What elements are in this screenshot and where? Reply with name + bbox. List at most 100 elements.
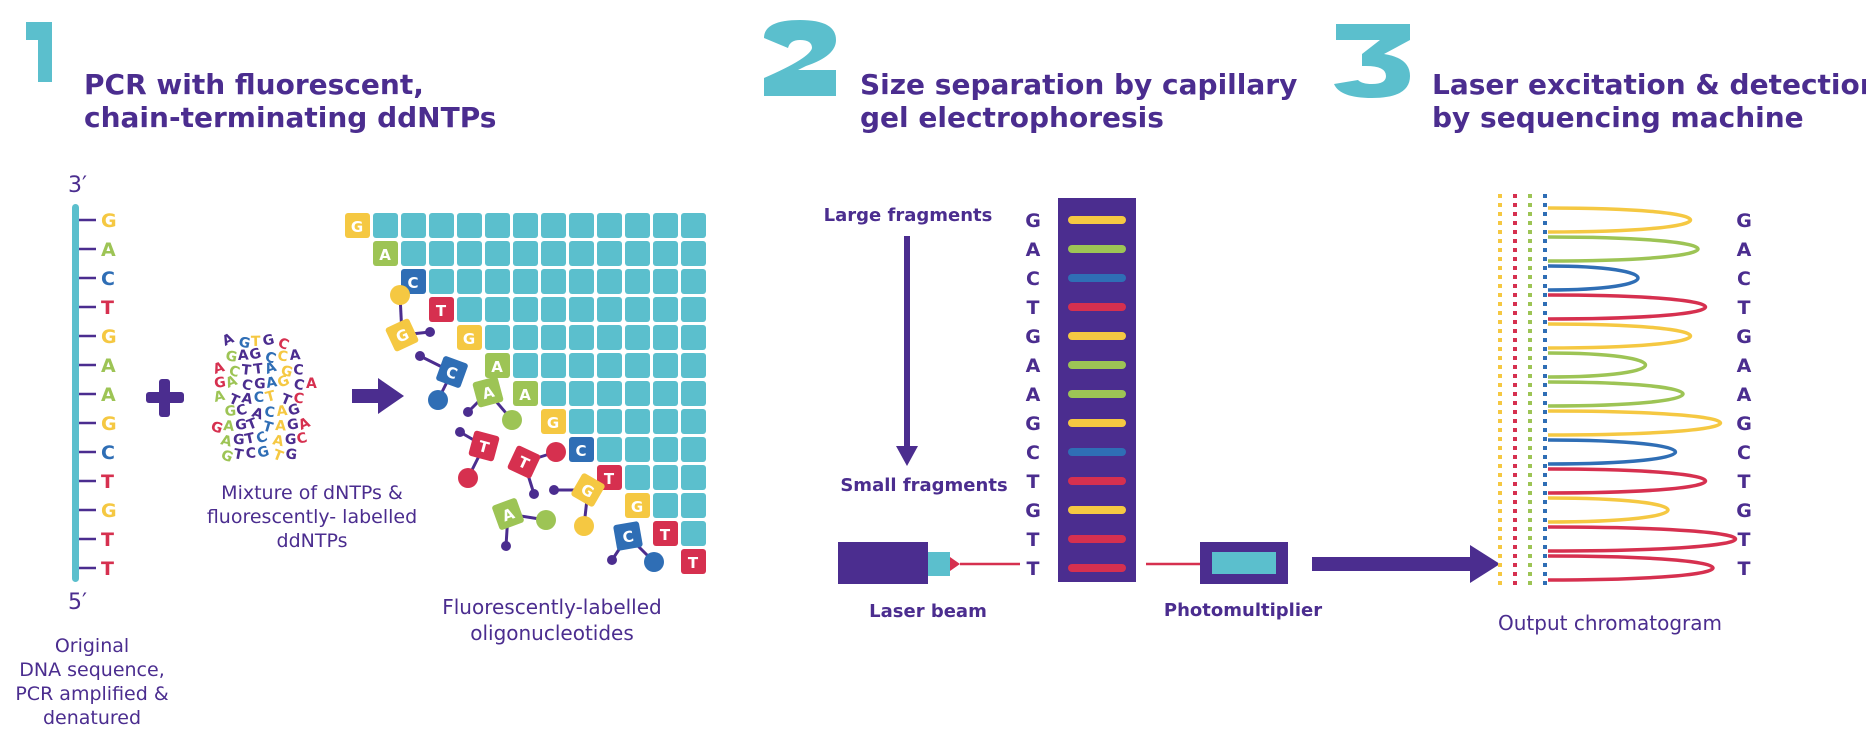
- mixture-letter: A: [220, 330, 237, 349]
- chromatogram-peak: [1547, 409, 1723, 437]
- mixture-letter: A: [250, 405, 266, 424]
- mixture-letter: G: [279, 363, 295, 382]
- gel-band: [1068, 245, 1126, 253]
- chromatogram-peak: [1547, 554, 1715, 582]
- plus-icon: [146, 379, 184, 417]
- oligo-cell: [653, 381, 678, 406]
- oligo-cell: [597, 437, 622, 462]
- oligo-cell: [541, 325, 566, 350]
- chromatogram-peak: [1547, 322, 1692, 350]
- oligo-cell: [401, 241, 426, 266]
- ddntp-tag-letter: G: [631, 498, 643, 516]
- molecule-tag: [571, 473, 605, 507]
- strand-base: T: [101, 297, 114, 319]
- molecule-ball: [607, 555, 617, 565]
- step-3-title-line2: by sequencing machine: [1432, 101, 1804, 134]
- gel-band: [1068, 419, 1126, 427]
- oligo-cell: [485, 241, 510, 266]
- mixture-letter: G: [248, 345, 263, 364]
- oligo-cell: [569, 381, 594, 406]
- laser-device: Laser beam: [838, 542, 1020, 622]
- mixture-letter: C: [240, 376, 254, 394]
- gel-band: [1068, 332, 1126, 340]
- mixture-letter: C: [295, 430, 309, 448]
- mixture-letter: A: [219, 432, 234, 450]
- ddntp-tag-letter: A: [519, 386, 531, 404]
- step-1-number: [26, 22, 52, 82]
- oligo-cell: [541, 381, 566, 406]
- step-3-number: [1334, 24, 1410, 98]
- oligo-cell: [625, 241, 650, 266]
- caption-line: ddNTPs: [277, 530, 348, 552]
- laser-body: [838, 542, 928, 584]
- strand-base: G: [101, 500, 117, 522]
- caption-line: Mixture of dNTPs &: [221, 482, 403, 504]
- ddntp-molecule: T: [507, 442, 566, 499]
- ddntp-molecule: C: [607, 521, 664, 572]
- ddntp-tag: [681, 549, 706, 574]
- molecule-ball: [428, 390, 448, 410]
- gel-band: [1068, 390, 1126, 398]
- oligo-cell: [625, 409, 650, 434]
- mixture-letter: A: [237, 347, 249, 364]
- oligo-cell: [513, 325, 538, 350]
- oligo-cell: [681, 381, 706, 406]
- gel-band: [1068, 506, 1126, 514]
- oligo-cell: [569, 297, 594, 322]
- oligo-cell: [457, 269, 482, 294]
- oligo-cell: [653, 437, 678, 462]
- mixture-letter: G: [233, 432, 245, 448]
- mixture-letter: G: [286, 416, 300, 434]
- chromatogram-base-label: G: [1736, 326, 1752, 348]
- mixture-letter: T: [251, 334, 261, 350]
- band-label: C: [1026, 268, 1040, 290]
- oligo-cell: [597, 213, 622, 238]
- oligo-cell: [681, 437, 706, 462]
- oligo-cell: [681, 353, 706, 378]
- molecule-tag: [613, 521, 643, 551]
- molecule-tag: [492, 498, 524, 530]
- gel-band: [1068, 274, 1126, 282]
- mixture-letter: A: [240, 390, 254, 408]
- oligo-cell: [681, 465, 706, 490]
- caption-line: Original: [55, 635, 129, 657]
- mixture-letter: T: [232, 446, 245, 463]
- band-label: C: [1026, 442, 1040, 464]
- strand-base: G: [101, 326, 117, 348]
- oligo-cell: [513, 297, 538, 322]
- ddntp-tag: [429, 297, 454, 322]
- oligo-cell: [681, 241, 706, 266]
- step-2-title-line1: Size separation by capillary: [860, 68, 1297, 101]
- band-label: A: [1026, 239, 1041, 261]
- molecule-ball: [390, 285, 410, 305]
- gel-band: [1068, 216, 1126, 224]
- chromatogram-caption: Output chromatogram: [1498, 611, 1722, 635]
- mixture-letter: T: [253, 361, 265, 378]
- mixture-letter: G: [224, 403, 237, 420]
- molecule-tag: [472, 376, 504, 408]
- oligo-cell: [681, 493, 706, 518]
- molecule-ball: [502, 410, 522, 430]
- band-label: G: [1025, 500, 1041, 522]
- chromatogram-peak: [1547, 380, 1685, 408]
- oligo-cell: [513, 241, 538, 266]
- arrow-right-icon: [352, 378, 404, 414]
- mixture-letter: A: [263, 359, 279, 378]
- oligo-cell: [681, 409, 706, 434]
- ddntp-tag-letter: A: [491, 358, 503, 376]
- molecule-ball: [574, 516, 594, 536]
- gel-band: [1068, 477, 1126, 485]
- arrow-right-icon: [1312, 545, 1500, 583]
- oligo-caption: Fluorescently-labelled oligonucleotides: [442, 595, 661, 645]
- oligo-cell: [457, 213, 482, 238]
- oligo-cell: [569, 353, 594, 378]
- mixture-letter: C: [292, 376, 306, 394]
- mixture-letter: G: [234, 417, 248, 434]
- ddntp-tag-letter: A: [379, 246, 391, 264]
- oligo-cell: [569, 269, 594, 294]
- mixture-letter: T: [241, 362, 253, 379]
- mixture-letter: G: [237, 334, 252, 352]
